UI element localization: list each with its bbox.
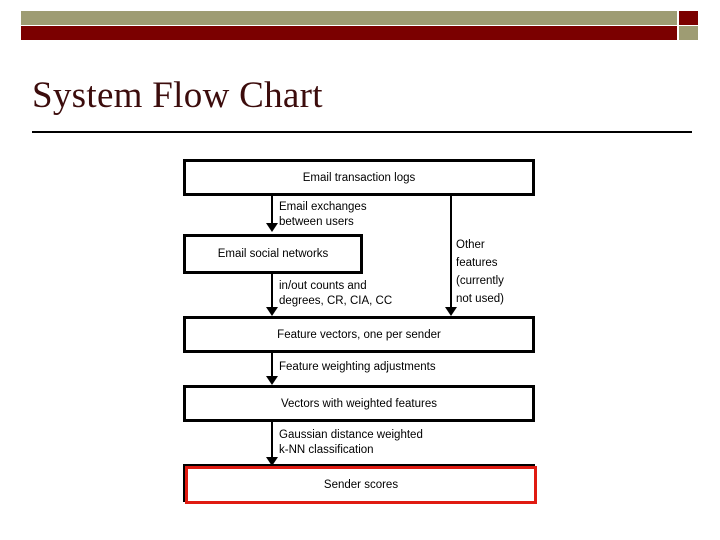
edge-label-feature-weighting: Feature weighting adjustments	[279, 361, 436, 373]
header-band-top-bar	[21, 11, 677, 25]
header-band-top-cap	[679, 11, 698, 25]
flow-node-weighted-vectors: Vectors with weighted features	[183, 385, 535, 422]
edge-label-inout-counts: in/out counts and degrees, CR, CIA, CC	[279, 280, 393, 307]
flow-node-feature-vectors: Feature vectors, one per sender	[183, 316, 535, 353]
edge-shaft	[271, 196, 273, 227]
flow-node-email-social-networks: Email social networks	[183, 234, 363, 274]
edge-label-gaussian-knn: Gaussian distance weighted k-NN classifi…	[279, 429, 423, 456]
arrowhead-down-icon	[266, 376, 278, 385]
arrowhead-down-icon	[445, 307, 457, 316]
page-title: System Flow Chart	[32, 75, 323, 116]
edge-shaft	[271, 422, 273, 459]
slide-header-band	[21, 11, 698, 41]
arrowhead-down-icon	[266, 307, 278, 316]
edge-label-other-features: Other features (currently not used)	[456, 239, 504, 305]
arrowhead-down-icon	[266, 223, 278, 232]
header-band-bottom-cap	[679, 26, 698, 40]
edge-shaft	[271, 274, 273, 309]
header-band-bottom-bar	[21, 26, 677, 40]
arrowhead-down-icon	[266, 457, 278, 466]
title-underline-rule	[32, 131, 692, 133]
header-band-bottom-row	[21, 26, 698, 40]
edge-label-email-exchanges: Email exchanges between users	[279, 201, 367, 228]
header-band-top-row	[21, 11, 698, 25]
flow-node-email-transaction-logs: Email transaction logs	[183, 159, 535, 196]
edge-shaft	[271, 353, 273, 378]
edge-shaft	[450, 196, 452, 309]
flow-node-sender-scores: Sender scores	[185, 466, 537, 504]
